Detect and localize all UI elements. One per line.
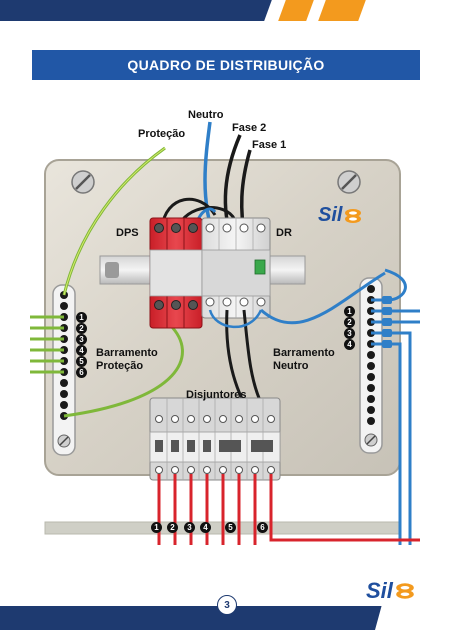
label-dps: DPS xyxy=(116,227,139,239)
label-fase2: Fase 2 xyxy=(232,122,267,134)
footer-logo-mark-icon xyxy=(396,583,414,599)
page-number: 3 xyxy=(217,595,237,615)
dr-neutral-jumper xyxy=(208,309,263,329)
breaker-number-6: 6 xyxy=(257,522,268,533)
right-number-2: 2 xyxy=(344,317,355,328)
left-number-1: 1 xyxy=(76,312,87,323)
label-barramento-protecao-2: Proteção xyxy=(96,360,144,372)
breaker-number-4: 4 xyxy=(200,522,211,533)
label-fase1: Fase 1 xyxy=(252,139,287,151)
left-number-3: 3 xyxy=(76,334,87,345)
label-barramento-neutro-2: Neutro xyxy=(273,360,309,372)
right-busbar-screw xyxy=(364,433,378,447)
left-number-2: 2 xyxy=(76,323,87,334)
left-number-4: 4 xyxy=(76,345,87,356)
dps-ground-wire xyxy=(63,323,184,418)
screw-top-left xyxy=(71,170,95,194)
right-number-3: 3 xyxy=(344,328,355,339)
dr-to-breaker-black-1 xyxy=(225,309,247,406)
breaker-number-1: 1 xyxy=(151,522,162,533)
right-busbar-holes xyxy=(367,285,375,425)
label-neutro: Neutro xyxy=(188,109,224,121)
label-barramento-protecao-1: Barramento xyxy=(96,347,158,359)
footer-logo-text: Sil xyxy=(366,578,393,603)
left-number-5: 5 xyxy=(76,356,87,367)
phase-wires-outgoing xyxy=(157,474,420,545)
title-banner: QUADRO DE DISTRIBUIÇÃO xyxy=(32,50,420,80)
ground-wires-outgoing xyxy=(30,315,64,374)
logo-mark-icon xyxy=(345,208,362,223)
screw-top-right xyxy=(337,170,361,194)
breakers-block xyxy=(149,397,281,481)
right-number-4: 4 xyxy=(344,339,355,350)
label-disjuntores: Disjuntores xyxy=(186,389,247,401)
dr-neutral-out xyxy=(259,271,386,325)
left-number-6: 6 xyxy=(76,367,87,378)
label-protecao: Proteção xyxy=(138,128,186,140)
right-number-1: 1 xyxy=(344,306,355,317)
dr-module xyxy=(201,217,271,319)
panel-logo-text: Sil xyxy=(318,204,343,226)
label-barramento-neutro-1: Barramento xyxy=(273,347,335,359)
footer-logo: Sil xyxy=(366,578,416,604)
dr-to-breaker-black-2 xyxy=(242,309,264,406)
breaker-number-2: 2 xyxy=(167,522,178,533)
breaker-number-5: 5 xyxy=(225,522,236,533)
neutral-ferrules xyxy=(382,296,392,348)
dps-module xyxy=(149,217,203,329)
left-busbar-screw xyxy=(57,434,71,448)
page-title: QUADRO DE DISTRIBUIÇÃO xyxy=(127,57,325,73)
breaker-number-3: 3 xyxy=(184,522,195,533)
label-dr: DR xyxy=(276,227,292,239)
panel-logo: Sil xyxy=(318,204,363,227)
